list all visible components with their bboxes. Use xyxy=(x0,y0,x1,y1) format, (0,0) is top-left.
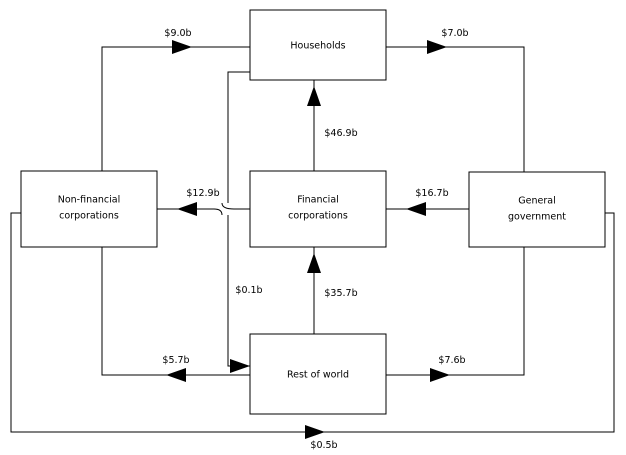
flow-path-12-9b xyxy=(157,202,250,216)
node-label-government-line1: General xyxy=(518,196,555,207)
arrow-head-0-1b xyxy=(230,359,250,373)
flow-label-16-7b: $16.7b xyxy=(415,188,448,199)
node-households[interactable]: Households xyxy=(249,9,387,81)
flow-label-0-1b: $0.1b xyxy=(235,285,262,296)
node-general-government[interactable]: General government xyxy=(468,171,606,248)
node-nonfinancial-corporations[interactable]: Non-financial corporations xyxy=(20,170,158,248)
flow-path-9-0b xyxy=(101,40,250,171)
arrow-head-16-7b xyxy=(406,202,426,216)
arrow-head-35-7b xyxy=(307,253,321,273)
flow-path-35-7b xyxy=(307,247,321,334)
flow-path-46-9b xyxy=(307,80,321,171)
flow-path-5-7b xyxy=(101,247,250,382)
flow-path-0-1b xyxy=(227,71,250,373)
flow-path-0-5b xyxy=(10,212,615,439)
node-box-rest-of-world[interactable] xyxy=(249,333,387,415)
flow-label-5-7b: $5.7b xyxy=(162,355,189,366)
node-label-nonfinancial-line1: Non-financial xyxy=(58,195,121,206)
arrow-head-0-5b xyxy=(305,425,325,439)
arrow-head-9-0b xyxy=(172,40,192,54)
flow-label-7-0b: $7.0b xyxy=(441,28,468,39)
flow-line-0-1b-upper xyxy=(227,71,250,203)
flow-label-35-7b: $35.7b xyxy=(324,288,357,299)
node-box-nonfinancial-corporations[interactable] xyxy=(20,170,158,248)
node-label-households: Households xyxy=(290,41,345,52)
flow-line-12-9b-left xyxy=(157,208,223,216)
flow-line-12-9b-right xyxy=(221,202,250,210)
node-box-households[interactable] xyxy=(249,9,387,81)
flow-label-46-9b: $46.9b xyxy=(324,128,357,139)
arrow-head-7-0b xyxy=(427,40,447,54)
node-label-government-line2: government xyxy=(508,212,566,223)
node-label-nonfinancial-line2: corporations xyxy=(59,211,119,222)
node-box-general-government[interactable] xyxy=(468,171,606,248)
node-label-financial-line2: corporations xyxy=(288,211,348,222)
flow-path-16-7b xyxy=(386,202,469,216)
arrow-head-46-9b xyxy=(307,86,321,106)
node-box-financial-corporations[interactable] xyxy=(249,170,387,248)
node-label-financial-line1: Financial xyxy=(297,195,339,206)
flow-label-12-9b: $12.9b xyxy=(186,188,219,199)
arrow-head-7-6b xyxy=(430,368,450,382)
flow-path-7-6b xyxy=(386,247,525,382)
flow-label-0-5b: $0.5b xyxy=(310,440,337,451)
flow-line-9-0b xyxy=(101,46,250,171)
arrow-head-12-9b xyxy=(177,202,197,216)
flow-line-7-0b xyxy=(386,46,525,172)
flow-path-7-0b xyxy=(386,40,525,172)
flow-label-7-6b: $7.6b xyxy=(438,355,465,366)
node-rest-of-world[interactable]: Rest of world xyxy=(249,333,387,415)
arrow-head-5-7b xyxy=(166,368,186,382)
node-label-rest-of-world: Rest of world xyxy=(287,370,349,381)
flow-line-5-7b xyxy=(101,247,250,376)
node-financial-corporations[interactable]: Financial corporations xyxy=(249,170,387,248)
flow-label-9-0b: $9.0b xyxy=(164,28,191,39)
